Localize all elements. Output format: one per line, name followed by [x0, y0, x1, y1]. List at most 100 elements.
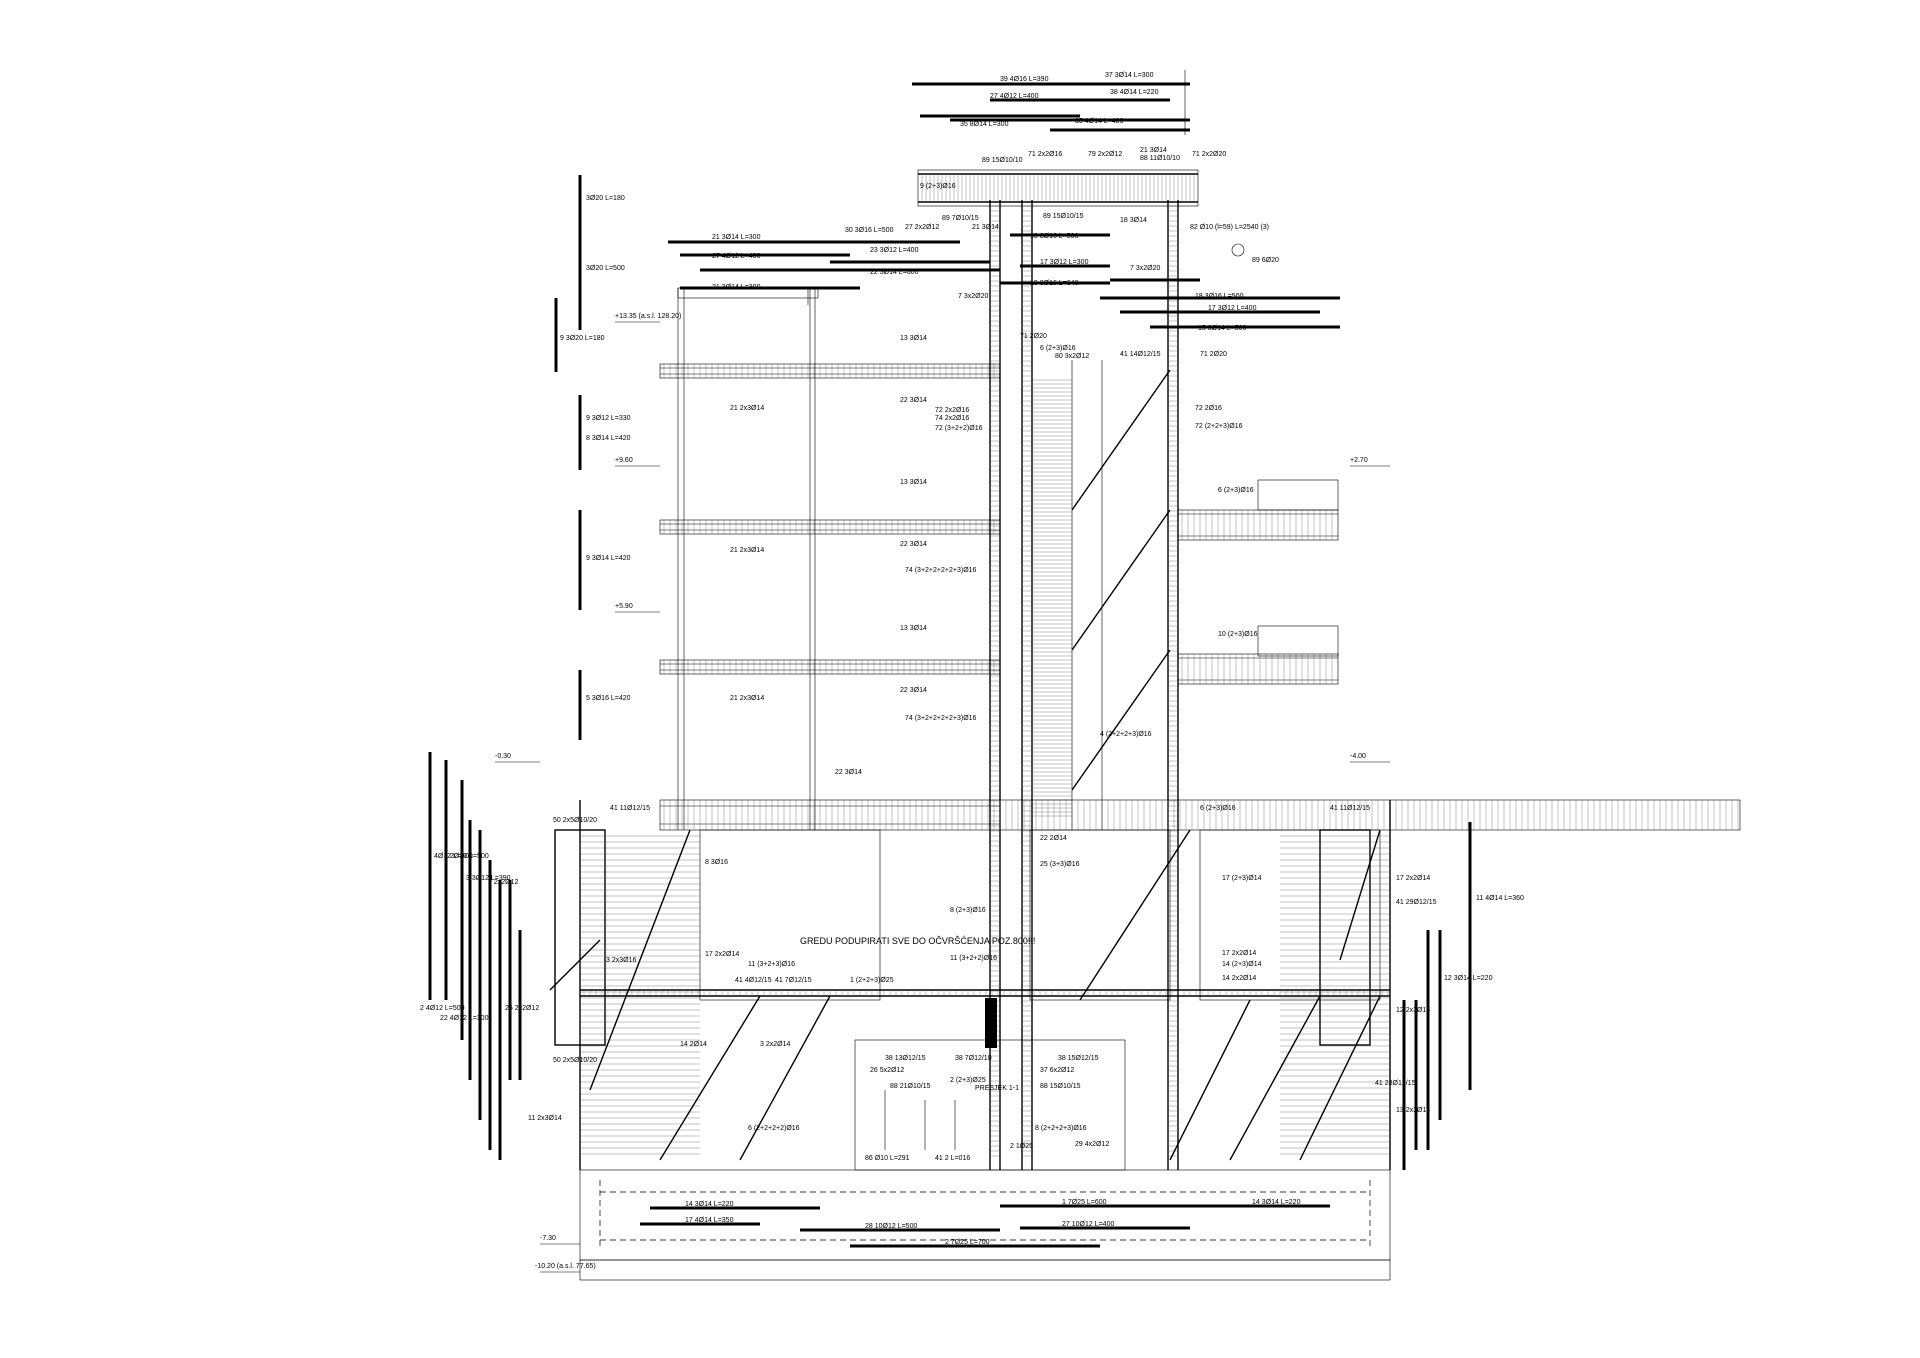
left-bar-label-8: 4Ø12 L=500: [434, 853, 473, 860]
floor-label-16: 21 2x3Ø14: [730, 695, 764, 702]
foundation-bar-schedule: 14 3Ø14 L=220 17 4Ø14 L=350 28 10Ø12 L=5…: [640, 1199, 1330, 1248]
ground-label-8: 11 (3+2+3)Ø16: [748, 961, 795, 968]
floor-label-1: 13 3Ø14: [900, 335, 927, 342]
roof-label-3: 71 2x2Ø16: [1028, 151, 1062, 158]
foundation-label-6: 27 10Ø12 L=400: [1062, 1221, 1114, 1228]
floor-label-19: 72 2Ø16: [1195, 405, 1222, 412]
ground-label-29: 38 15Ø12/15: [1058, 1055, 1099, 1062]
level-marks: +13.35 (a.s.l. 128.20) +9.60 +5.90 +2.70…: [495, 313, 1390, 1273]
top-bar-label-2: 37 3Ø14 L=300: [1105, 72, 1154, 79]
ground-label-24: 26 5x2Ø12: [870, 1067, 904, 1074]
floor-label-6: 21 2x3Ø14: [730, 405, 764, 412]
level-label-8: -10.20 (a.s.l. 77.65): [535, 1263, 596, 1270]
ground-label-14: 14 (2+3)Ø14: [1222, 961, 1262, 968]
mid-bar-label-11: 7 3x2Ø20: [958, 293, 988, 300]
ground-label-25: 37 6x2Ø12: [1040, 1067, 1074, 1074]
roof-label-2: 89 15Ø10/10: [982, 157, 1023, 164]
floor-label-12: 21 2x3Ø14: [730, 547, 764, 554]
roof-label-5: 21 3Ø14: [1140, 147, 1167, 154]
mid-bar-label-2: 30 3Ø16 L=500: [845, 227, 894, 234]
ground-label-31: 86 Ø10 L=291: [865, 1155, 910, 1162]
ground-labels: 22 3Ø14 22 2Ø14 8 3Ø16 25 (3+3)Ø16 8 (2+…: [680, 769, 1416, 1162]
floor-label-22: 10 (2+3)Ø16: [1218, 631, 1258, 638]
mid-bar-label-8: 17 3Ø12 L=300: [1040, 259, 1089, 266]
floor-label-2: 71 2Ø20: [1020, 333, 1047, 340]
left-bar-label-13: 22 4Ø12 L=300: [440, 1015, 489, 1022]
right-bar-label-3: 12 3Ø14 L=220: [1444, 975, 1493, 982]
top-bar-label-4: 38 4Ø14 L=220: [1110, 89, 1159, 96]
right-bar-label-1: 17 2x2Ø14: [1396, 875, 1430, 882]
floor-label-9: 74 2x2Ø16: [935, 415, 969, 422]
ground-label-23: 29 4x2Ø12: [1075, 1141, 1109, 1148]
mid-bar-label-3: 27 4Ø12 L=400: [712, 253, 761, 260]
ground-label-17: 14 2Ø14: [680, 1041, 707, 1048]
left-bar-label-4: 9 3Ø12 L=330: [586, 415, 631, 422]
mid-bar-label-5: 22 3Ø14 L=600: [870, 269, 919, 276]
right-top-labels: 82 Ø10 (l=59) L=2540 (3) 89 6Ø20 18 3Ø16…: [1190, 224, 1279, 358]
ground-label-32: 41 2 L=016: [935, 1155, 970, 1162]
roof-label-6: 88 11Ø10/10: [1140, 155, 1180, 162]
mid-bar-label-1: 21 3Ø14 L=300: [712, 234, 761, 241]
ground-label-20: 2 (2+3)Ø25: [950, 1077, 986, 1084]
floor-label-4: 80 3x2Ø12: [1055, 353, 1089, 360]
right-top-label-2: 89 6Ø20: [1252, 257, 1279, 264]
ground-label-7: 17 2x2Ø14: [705, 951, 739, 958]
level-label-6: -4.00: [1350, 753, 1366, 760]
left-bar-label-17: 50 2x5Ø10/20: [553, 817, 597, 824]
ground-label-19: 6 (2+2+2+2)Ø16: [748, 1125, 800, 1132]
left-bar-label-18: 50 2x5Ø10/20: [553, 1057, 597, 1064]
ground-label-27: 88 15Ø10/15: [1040, 1083, 1081, 1090]
ground-label-6: 11 (3+2+2)Ø16: [950, 955, 997, 962]
ground-label-28: 38 13Ø12/15: [885, 1055, 926, 1062]
roof-label-4: 79 2x2Ø12: [1088, 151, 1122, 158]
floor-label-10: 72 (3+2+2)Ø16: [935, 425, 983, 432]
floor-label-17: 22 3Ø14: [900, 687, 927, 694]
right-bar-label-2: 11 4Ø14 L=360: [1476, 895, 1524, 902]
floor-labels: 13 3Ø14 71 2Ø20 6 (2+3)Ø16 80 3x2Ø12 41 …: [730, 333, 1258, 738]
left-bar-label-9: 2Ø20 L=500: [450, 853, 489, 860]
left-bar-label-11: 2 2x2Ø12: [488, 879, 518, 886]
mid-bar-label-4: 23 3Ø12 L=400: [870, 247, 919, 254]
ground-label-10: 41 4Ø12/15: [735, 977, 772, 984]
right-bar-label-6: 13 2x3Ø14: [1396, 1107, 1430, 1114]
roof-label-8: 89 7Ø10/15: [942, 215, 979, 222]
roof-label-10: 21 3Ø14: [972, 224, 999, 231]
left-bar-label-10: 3 3Ø12 L=390: [466, 875, 511, 882]
floor-label-7: 22 3Ø14: [900, 397, 927, 404]
right-bar-label-5: 12 2x3Ø14: [1396, 1007, 1430, 1014]
left-bar-label-5: 8 3Ø14 L=420: [586, 435, 631, 442]
ground-label-12: 17 (2+3)Ø14: [1222, 875, 1262, 882]
ground-label-3: 8 3Ø16: [705, 859, 728, 866]
right-top-label-5: 15 3Ø14 L=500: [1198, 325, 1247, 332]
foundation-label-3: 28 10Ø12 L=500: [865, 1223, 917, 1230]
section-label: PRESJEK 1-1: [975, 1085, 1019, 1092]
left-bar-label-12: 2 4Ø12 L=500: [420, 1005, 465, 1012]
floor-label-5: 41 14Ø12/15: [1120, 351, 1161, 358]
left-bar-label-15: 25 2x2Ø12: [505, 1005, 539, 1012]
left-bar-label-19: 41 11Ø12/15: [610, 805, 650, 812]
ground-label-2: 22 2Ø14: [1040, 835, 1067, 842]
foundation-label-5: 1 7Ø25 L=600: [1062, 1199, 1107, 1206]
top-bar-label-1: 39 4Ø16 L=390: [1000, 76, 1049, 83]
roof-label-1: 9 (2+3)Ø16: [920, 183, 956, 190]
ground-label-30: 38 7Ø12/10: [955, 1055, 992, 1062]
roof-label-7: 71 2x2Ø20: [1192, 151, 1226, 158]
foundation-label-4: 2 7Ø25 L=700: [945, 1239, 990, 1246]
floor-label-8: 72 2x2Ø16: [935, 407, 969, 414]
right-top-label-1: 82 Ø10 (l=59) L=2540 (3): [1190, 224, 1269, 231]
left-bar-label-3: 9 3Ø20 L=180: [560, 335, 605, 342]
ground-label-26: 88 21Ø10/15: [890, 1083, 931, 1090]
top-bar-label-3: 27 4Ø12 L=400: [990, 93, 1039, 100]
level-label-5: -0.30: [495, 753, 511, 760]
mid-bar-label-6: 21 3Ø14 L=300: [712, 284, 761, 291]
ground-label-9: 1 (2+2+3)Ø25: [850, 977, 894, 984]
left-bar-label-16: 11 2x3Ø14: [528, 1115, 562, 1122]
mid-bar-schedule: 21 3Ø14 L=300 30 3Ø16 L=500 27 4Ø12 L=40…: [668, 227, 1340, 329]
floor-label-20: 72 (2+2+3)Ø16: [1195, 423, 1243, 430]
roof-label-9: 27 2x2Ø12: [905, 224, 939, 231]
level-label-1: +13.35 (a.s.l. 128.20): [615, 313, 681, 320]
support-note: GREDU PODUPIRATI SVE DO OČVRŠĆENJA POZ.8…: [800, 936, 1035, 946]
left-bar-label-14: 3 2x3Ø16: [606, 957, 636, 964]
ground-label-4: 25 (3+3)Ø16: [1040, 861, 1080, 868]
